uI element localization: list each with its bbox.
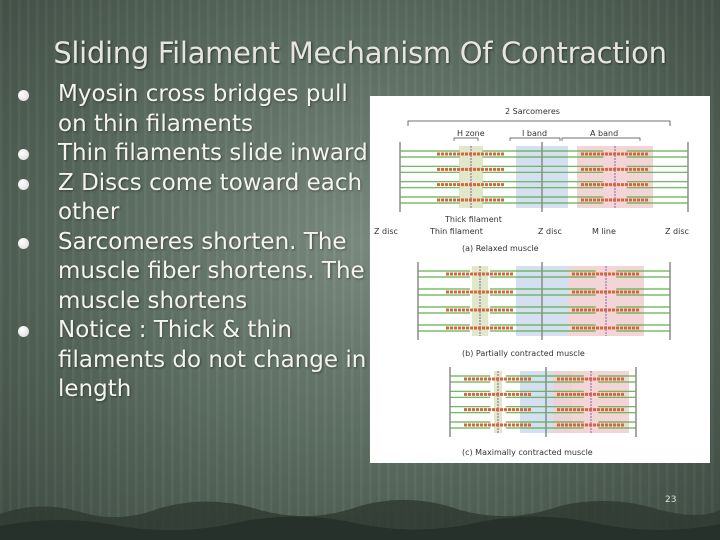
caption-maximal: (c) Maximally contracted muscle — [462, 448, 593, 457]
bullet-item: Sarcomeres shorten. The muscle fiber sho… — [18, 228, 368, 317]
slide-title: Sliding Filament Mechanism Of Contractio… — [53, 36, 667, 70]
label-thick-filament: Thick filament — [444, 215, 502, 224]
label-z-disc-mid: Z disc — [538, 227, 562, 236]
bullet-item: Notice : Thick & thin filaments do not c… — [18, 316, 368, 405]
caption-partial: (b) Partially contracted muscle — [462, 349, 585, 358]
bullet-item: Thin filaments slide inward — [18, 139, 368, 169]
caption-relaxed: (a) Relaxed muscle — [462, 244, 539, 253]
label-h-zone: H zone — [457, 129, 485, 138]
bullet-item: Z Discs come toward each other — [18, 169, 368, 228]
label-i-band: I band — [522, 129, 547, 138]
label-z-disc-right: Z disc — [665, 227, 689, 236]
label-m-line: M line — [592, 227, 616, 236]
curtain-decoration — [0, 499, 720, 540]
bracket-h-zone — [453, 137, 479, 141]
label-two-sarcomeres: 2 Sarcomeres — [505, 107, 560, 116]
label-z-disc-left: Z disc — [374, 227, 398, 236]
bracket-a-band — [561, 137, 641, 141]
sarcomere-diagram: 2 Sarcomeres H zone I band A band Thick … — [374, 107, 689, 457]
sarcomere-figure: 2 Sarcomeres H zone I band A band Thick … — [370, 96, 710, 463]
bullet-item: Myosin cross bridges pull on thin filame… — [18, 80, 368, 139]
page-number: 23 — [665, 495, 677, 505]
label-a-band: A band — [590, 129, 618, 138]
label-thin-filament: Thin filament — [429, 227, 483, 236]
sarcomere-bracket — [407, 120, 671, 126]
bullet-list: Myosin cross bridges pull on thin filame… — [18, 80, 368, 405]
bracket-i-band — [509, 137, 561, 141]
